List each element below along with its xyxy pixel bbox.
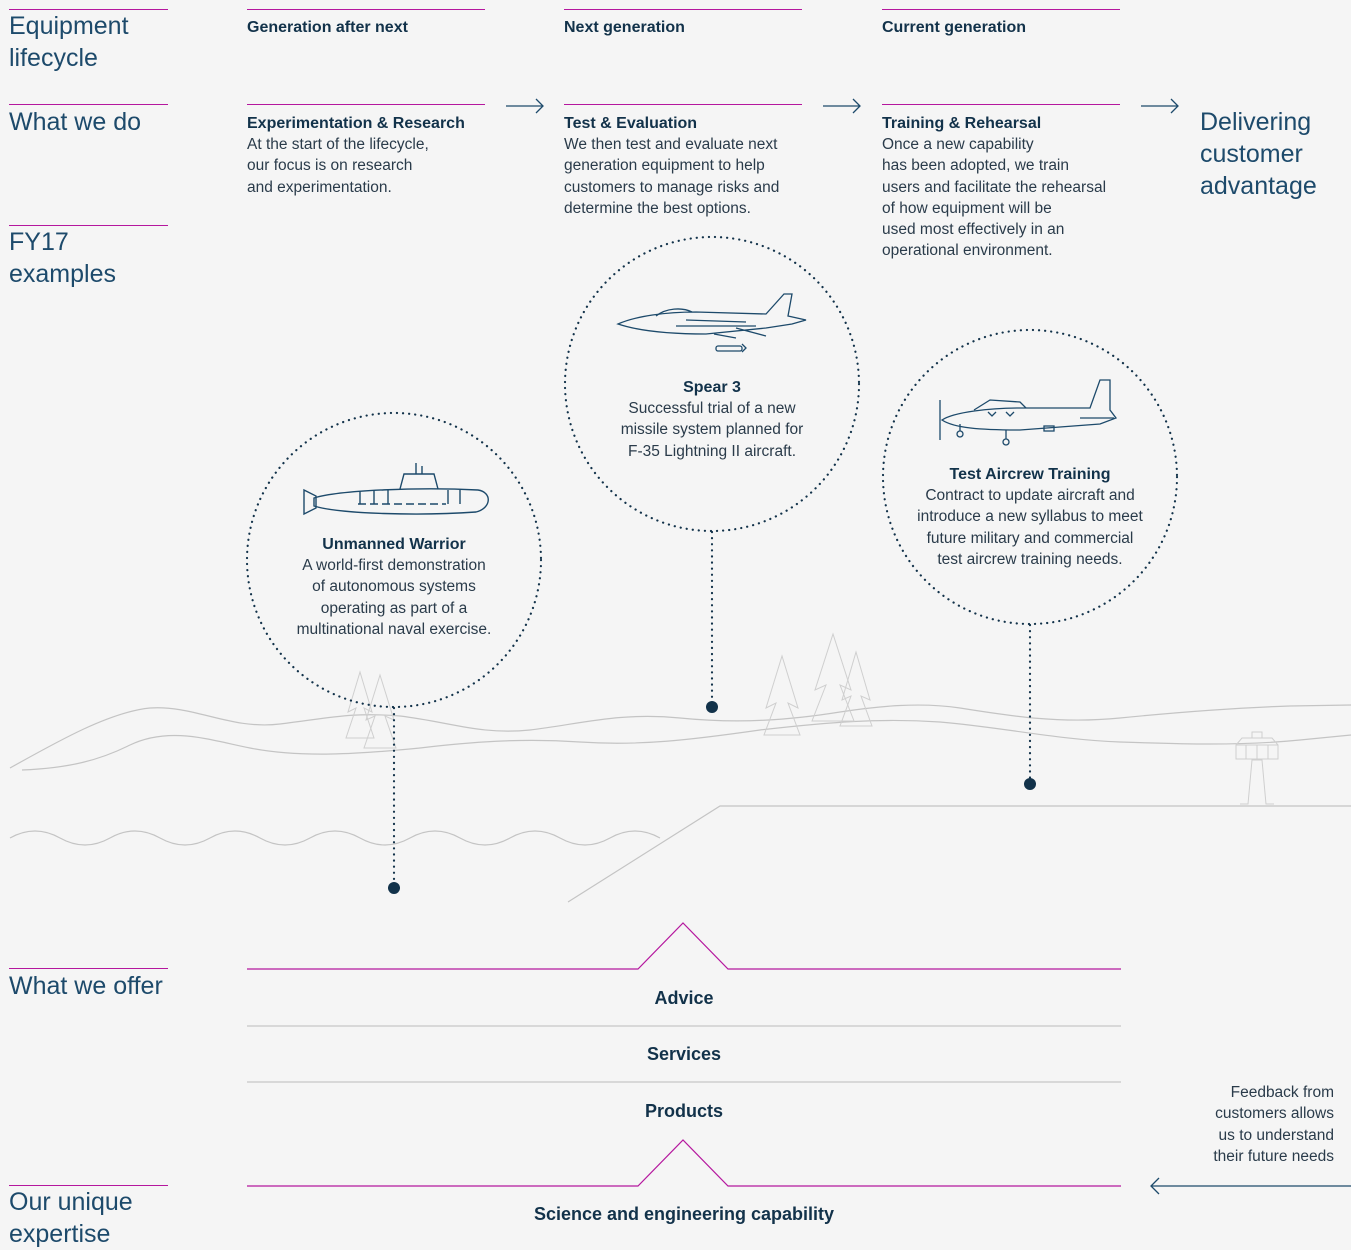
science-engineering-capability: Science and engineering capability <box>533 1204 835 1224</box>
generation-rule-3 <box>882 9 1120 10</box>
example-test-aircrew-training: Test Aircrew Training Contract to update… <box>900 464 1160 570</box>
submarine-icon <box>303 463 489 516</box>
delivering-customer-advantage: Delivering customer advantage <box>1200 108 1317 200</box>
what-we-offer-label: What we offer <box>9 972 163 1000</box>
generation-after-next-heading: Generation after next <box>247 19 408 36</box>
lifecycle-rule <box>9 9 168 10</box>
stage-experimentation-research: Experimentation & Research At the start … <box>247 115 497 198</box>
example-description: Successful trial of a new missile system… <box>620 400 804 460</box>
what-we-do-rule <box>9 104 168 105</box>
offer-products: Products <box>644 1101 723 1121</box>
fighter-jet-icon <box>616 293 807 353</box>
stage-title: Training & Rehearsal <box>882 115 1042 132</box>
generation-rule-2 <box>564 9 802 10</box>
stage-rule-2 <box>564 104 802 105</box>
customer-feedback-note: Feedback from customers allows us to und… <box>1213 1084 1334 1165</box>
stage-training-rehearsal: Training & Rehearsal Once a new capabili… <box>882 115 1132 262</box>
stage-title: Test & Evaluation <box>564 115 698 132</box>
example-description: Contract to update aircraft and introduc… <box>917 487 1143 568</box>
example-description: A world-first demonstration of autonomou… <box>296 557 492 638</box>
current-generation-heading: Current generation <box>882 19 1027 36</box>
equipment-lifecycle-label: Equipment lifecycle <box>9 12 129 72</box>
example-spear-3: Spear 3 Successful trial of a new missil… <box>592 377 832 462</box>
stage-description: At the start of the lifecycle, our focus… <box>247 136 429 196</box>
examples-rule <box>9 225 168 226</box>
stage-rule-3 <box>882 104 1120 105</box>
what-we-do-label: What we do <box>9 108 142 136</box>
example-title: Test Aircrew Training <box>949 466 1111 483</box>
propeller-aircraft-icon <box>939 379 1118 446</box>
fy17-examples-label: FY17 examples <box>9 228 116 288</box>
stage-title: Experimentation & Research <box>247 115 465 132</box>
our-unique-expertise-label: Our unique expertise <box>9 1188 133 1248</box>
example-unmanned-warrior: Unmanned Warrior A world-first demonstra… <box>274 534 514 640</box>
offer-services: Services <box>646 1044 722 1064</box>
example-title: Unmanned Warrior <box>322 536 466 553</box>
stage-description: Once a new capability has been adopted, … <box>882 136 1107 260</box>
stage-test-evaluation: Test & Evaluation We then test and evalu… <box>564 115 814 219</box>
offer-advice: Advice <box>654 988 714 1008</box>
next-generation-heading: Next generation <box>564 19 685 36</box>
what-we-offer-rule <box>9 968 168 969</box>
example-title: Spear 3 <box>683 379 741 396</box>
expertise-rule <box>9 1185 168 1186</box>
stage-description: We then test and evaluate next generatio… <box>564 136 780 217</box>
generation-rule-1 <box>247 9 485 10</box>
stage-rule-1 <box>247 104 485 105</box>
